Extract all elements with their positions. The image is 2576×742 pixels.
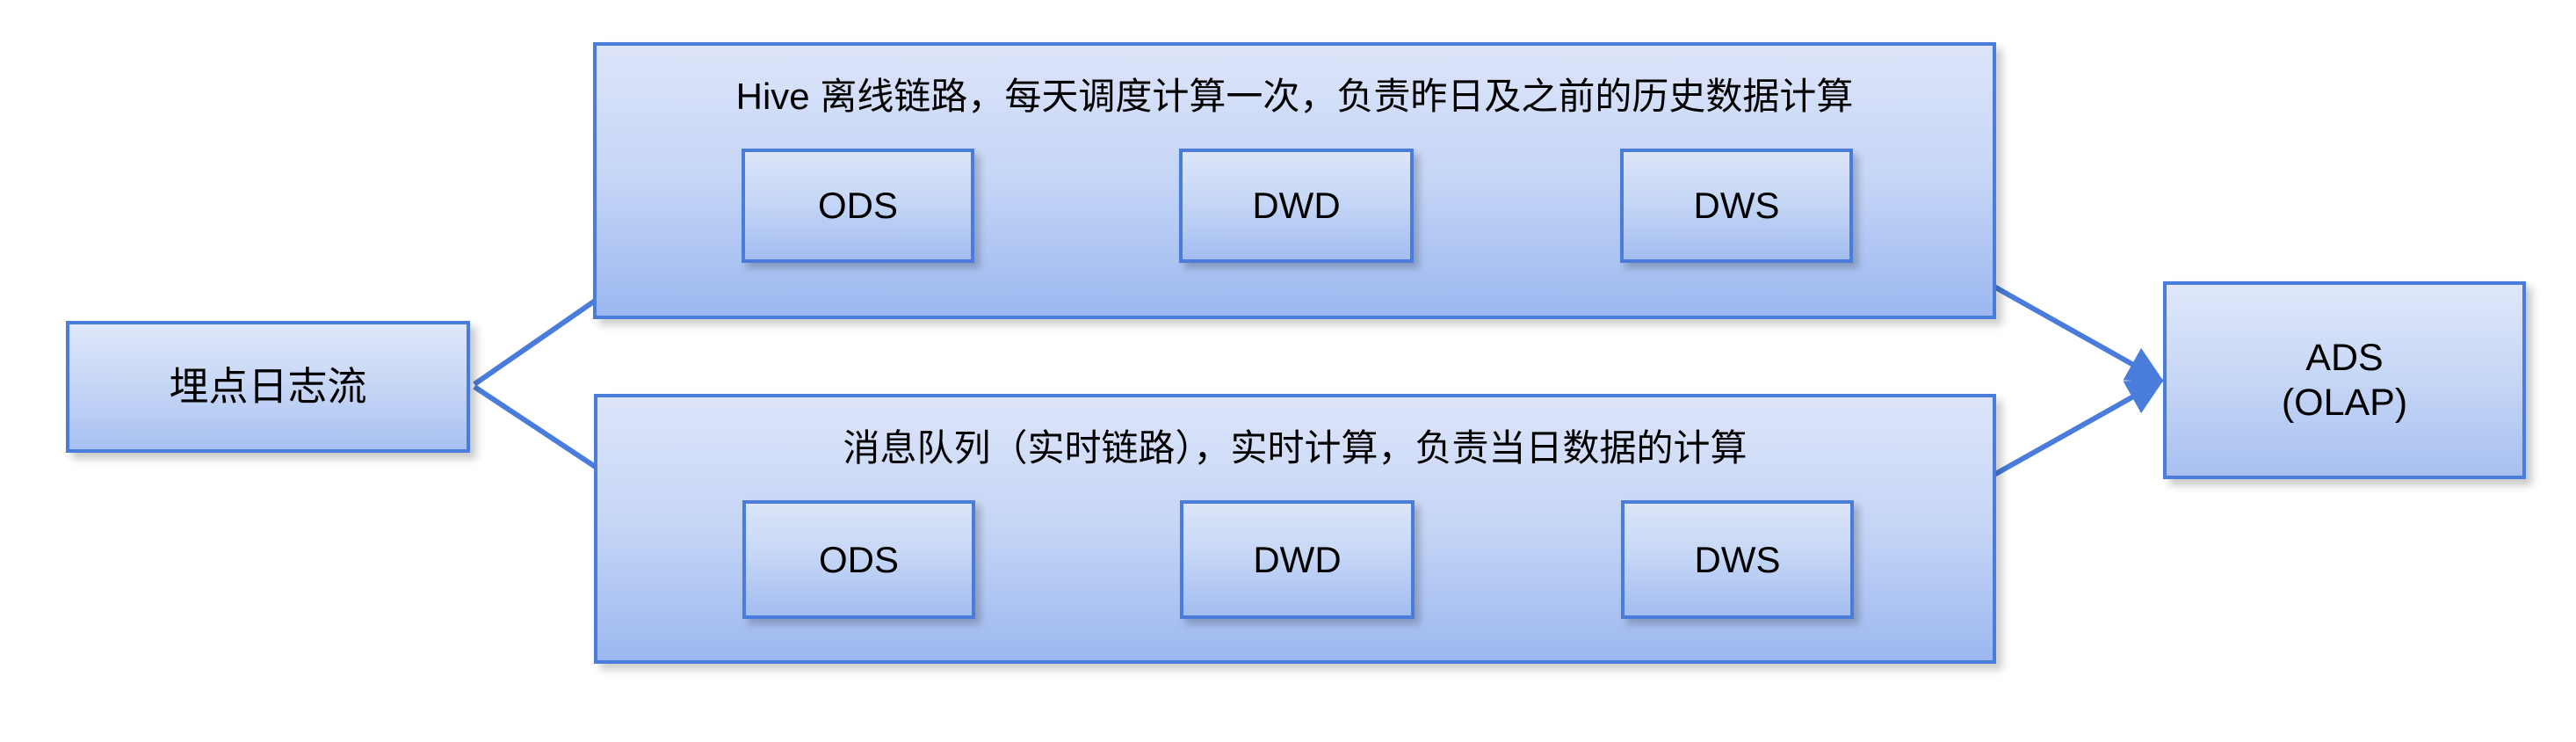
stage-offline-ods-label: ODS <box>817 185 898 226</box>
source-node-label: 埋点日志流 <box>169 364 367 410</box>
sink-node-ads-olap[interactable]: ADS (OLAP) <box>2163 281 2526 479</box>
stage-offline-dwd[interactable]: DWD <box>1179 149 1414 263</box>
stage-offline-dwd-label: DWD <box>1252 185 1341 226</box>
stage-realtime-dwd[interactable]: DWD <box>1180 500 1415 619</box>
sink-node-label-line2: (OLAP) <box>2281 381 2408 424</box>
lane-offline-hive[interactable]: Hive 离线链路，每天调度计算一次，负责昨日及之前的历史数据计算 ODS DW… <box>593 42 1996 319</box>
lane-realtime-title: 消息队列（实时链路），实时计算，负责当日数据的计算 <box>843 427 1747 469</box>
stage-realtime-ods[interactable]: ODS <box>742 500 975 619</box>
lane-realtime-mq[interactable]: 消息队列（实时链路），实时计算，负责当日数据的计算 ODS DWD DWS <box>594 394 1996 664</box>
source-node-log-stream[interactable]: 埋点日志流 <box>66 321 470 453</box>
stage-offline-ods[interactable]: ODS <box>742 149 974 263</box>
lane-offline-title: Hive 离线链路，每天调度计算一次，负责昨日及之前的历史数据计算 <box>735 76 1854 117</box>
stage-realtime-dws-label: DWS <box>1694 538 1781 580</box>
stage-realtime-dwd-label: DWD <box>1253 538 1342 580</box>
stage-realtime-ods-label: ODS <box>818 538 899 580</box>
stage-realtime-dws[interactable]: DWS <box>1621 500 1854 619</box>
stage-offline-dws[interactable]: DWS <box>1620 149 1853 263</box>
stage-offline-dws-label: DWS <box>1693 185 1780 226</box>
sink-node-label-line1: ADS <box>2305 336 2384 379</box>
